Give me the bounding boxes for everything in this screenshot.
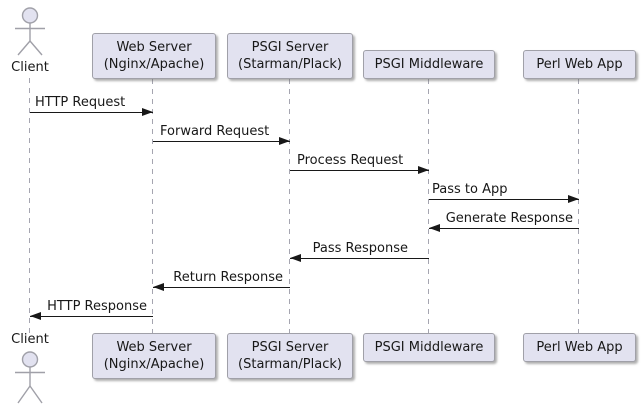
- arrowhead-left-icon: [429, 224, 440, 232]
- message-line: [30, 112, 153, 113]
- message-line: [290, 170, 429, 171]
- participant-bottom-psgi-server: PSGI Server (Starman/Plack): [227, 333, 353, 379]
- lifeline-client: [29, 78, 30, 333]
- participant-subname: (Starman/Plack): [238, 357, 342, 372]
- lifeline-psgi-server: [289, 79, 290, 333]
- message-line: [153, 287, 290, 288]
- participant-name: Perl Web App: [536, 57, 623, 72]
- participant-subname: (Nginx/Apache): [103, 357, 205, 372]
- arrowhead-left-icon: [153, 283, 164, 291]
- participant-top-psgi-server: PSGI Server (Starman/Plack): [227, 33, 353, 79]
- message-label-pass-to-app: Pass to App: [432, 182, 508, 197]
- participant-name: PSGI Middleware: [374, 340, 484, 355]
- arrowhead-right-icon: [142, 108, 153, 116]
- message-label-http-request: HTTP Request: [35, 95, 126, 110]
- lifeline-web-server: [152, 79, 153, 333]
- actor-client-label-top: Client: [11, 60, 49, 75]
- message-label-generate-response: Generate Response: [445, 211, 573, 226]
- actor-client-icon: [15, 7, 45, 56]
- participant-name: PSGI Server: [251, 340, 329, 355]
- arrowhead-right-icon: [418, 166, 429, 174]
- participant-top-web-server: Web Server (Nginx/Apache): [92, 33, 216, 79]
- actor-client-label-bottom: Client: [11, 332, 49, 347]
- participant-name: Web Server: [116, 40, 192, 55]
- participant-subname: (Nginx/Apache): [103, 57, 205, 72]
- participant-bottom-perl-web-app: Perl Web App: [523, 333, 636, 362]
- message-label-return-response: Return Response: [173, 270, 283, 285]
- arrowhead-right-icon: [568, 195, 579, 203]
- participant-name: PSGI Middleware: [374, 57, 484, 72]
- lifeline-psgi-middleware: [428, 79, 429, 333]
- message-line: [290, 258, 429, 259]
- message-label-forward-request: Forward Request: [160, 124, 270, 139]
- message-line: [429, 199, 579, 200]
- message-label-pass-response: Pass Response: [312, 241, 408, 256]
- lifeline-perl-web-app: [578, 79, 579, 333]
- message-label-http-response: HTTP Response: [47, 299, 147, 314]
- participant-name: Web Server: [116, 340, 192, 355]
- arrowhead-right-icon: [279, 137, 290, 145]
- participant-bottom-web-server: Web Server (Nginx/Apache): [92, 333, 216, 379]
- message-label-process-request: Process Request: [297, 153, 404, 168]
- participant-subname: (Starman/Plack): [238, 57, 342, 72]
- message-line: [30, 316, 153, 317]
- participant-top-psgi-middleware: PSGI Middleware: [363, 50, 495, 79]
- participant-bottom-psgi-middleware: PSGI Middleware: [363, 333, 495, 362]
- arrowhead-left-icon: [290, 254, 301, 262]
- message-line: [153, 141, 290, 142]
- participant-top-perl-web-app: Perl Web App: [523, 50, 636, 79]
- participant-name: PSGI Server: [251, 40, 329, 55]
- arrowhead-left-icon: [30, 312, 41, 320]
- participant-name: Perl Web App: [536, 340, 623, 355]
- actor-client-icon: [15, 351, 45, 404]
- message-line: [429, 228, 579, 229]
